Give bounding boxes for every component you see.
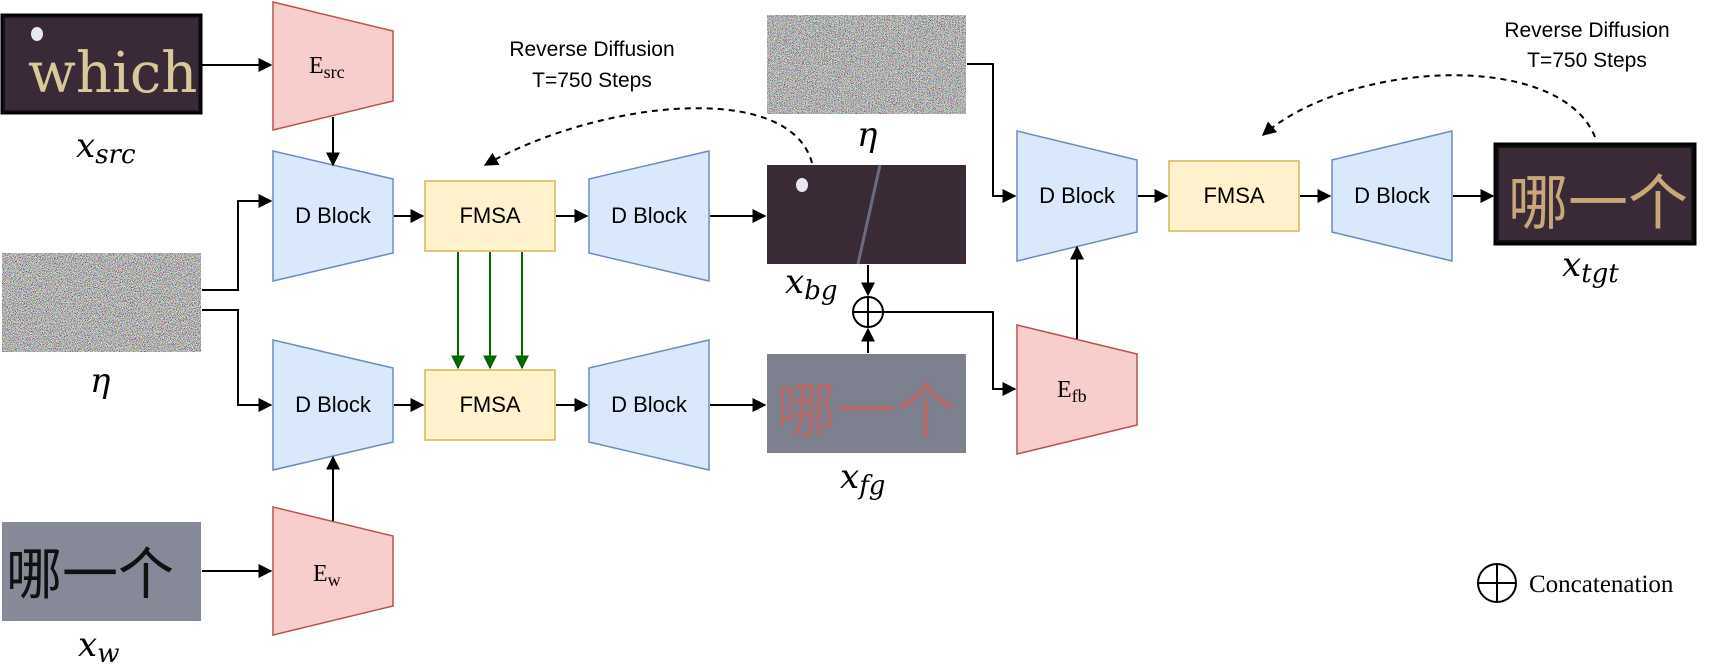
- flow-arrows: [202, 58, 1596, 578]
- concat-operator-icon: [852, 296, 884, 328]
- svg-text:Esrc: Esrc: [309, 53, 345, 82]
- svg-text:D Block: D Block: [611, 203, 688, 228]
- label-x-fg: xfg: [840, 457, 885, 501]
- reverse-diffusion-label-left: Reverse Diffusion: [509, 38, 674, 61]
- svg-text:D Block: D Block: [295, 392, 372, 417]
- noise-image-left: [2, 253, 201, 352]
- label-x-tgt: xtgt: [1562, 245, 1619, 289]
- svg-text:Ew: Ew: [313, 561, 341, 590]
- target-image-text: 哪一个: [1508, 169, 1688, 239]
- svg-text:D Block: D Block: [1354, 183, 1431, 208]
- label-x-w: xw: [78, 625, 119, 669]
- source-word-text: which: [28, 41, 197, 106]
- svg-text:FMSA: FMSA: [459, 392, 520, 417]
- background-image: [767, 164, 966, 265]
- fmsa-bottom: FMSA: [424, 369, 556, 441]
- svg-text:D Block: D Block: [611, 392, 688, 417]
- d-block-right-2: D Block: [1331, 130, 1453, 262]
- reverse-diffusion-label-right: Reverse Diffusion: [1504, 19, 1669, 42]
- foreground-image-text: 哪一个: [776, 377, 956, 447]
- d-block-top-2: D Block: [588, 150, 710, 282]
- svg-text:D Block: D Block: [295, 203, 372, 228]
- svg-text:D Block: D Block: [1039, 183, 1116, 208]
- feature-sharing-arrows: [451, 252, 529, 370]
- legend-concatenation-label: Concatenation: [1529, 571, 1674, 598]
- source-image: which: [0, 13, 203, 115]
- label-x-src: xsrc: [76, 126, 136, 170]
- svg-text:FMSA: FMSA: [1203, 183, 1264, 208]
- foreground-image: 哪一个: [767, 354, 966, 453]
- svg-text:FMSA: FMSA: [459, 203, 520, 228]
- d-block-top-1: D Block: [272, 150, 394, 282]
- fmsa-top: FMSA: [424, 180, 556, 252]
- target-image: 哪一个: [1493, 142, 1697, 246]
- word-image-text: 哪一个: [6, 543, 174, 608]
- word-image: 哪一个: [2, 522, 201, 621]
- d-block-bottom-2: D Block: [588, 339, 710, 471]
- label-x-bg: xbg: [785, 262, 837, 306]
- noise-image-top: [767, 15, 966, 114]
- steps-label-right: T=750 Steps: [1527, 49, 1647, 72]
- d-block-right-1: D Block: [1016, 130, 1138, 262]
- encoder-w: Ew: [272, 506, 394, 636]
- fmsa-right: FMSA: [1168, 160, 1300, 232]
- label-eta-left: η: [90, 361, 111, 401]
- encoder-src: Esrc: [272, 1, 394, 131]
- encoder-fb: Efb: [1016, 324, 1138, 455]
- steps-label-left: T=750 Steps: [532, 69, 652, 92]
- svg-text:Efb: Efb: [1057, 377, 1087, 406]
- legend-concat-icon: [1477, 563, 1517, 603]
- label-eta-top: η: [857, 115, 878, 155]
- d-block-bottom-1: D Block: [272, 339, 394, 471]
